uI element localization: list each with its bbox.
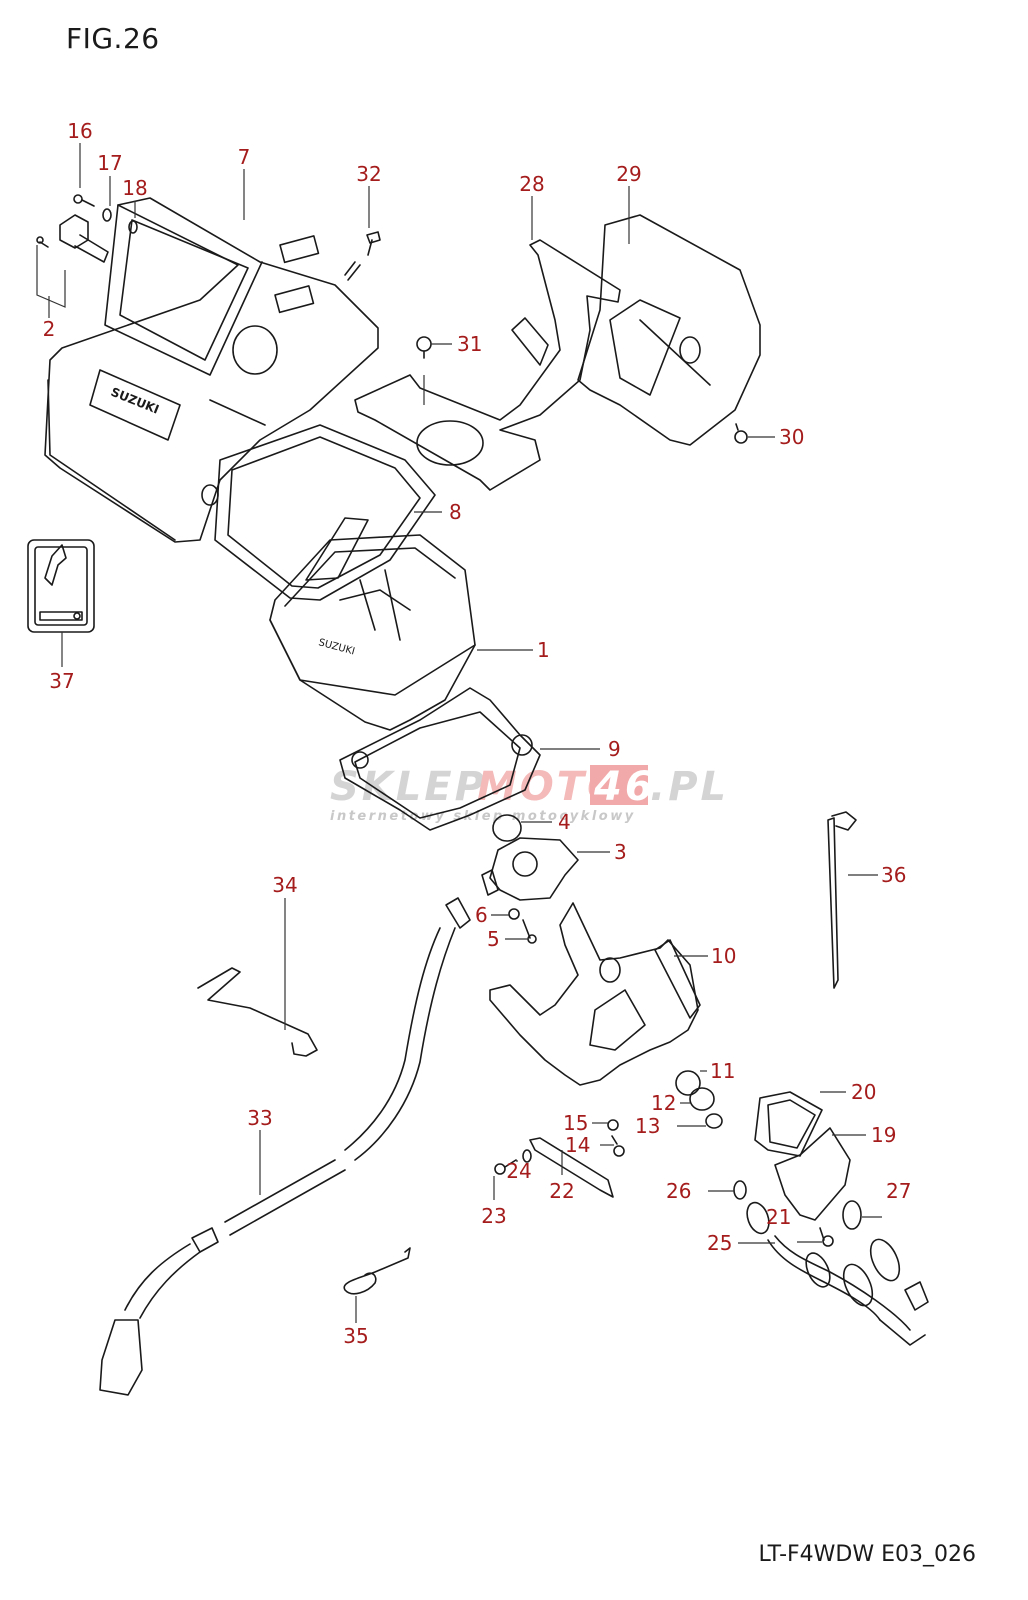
callout-25[interactable]: 25 bbox=[707, 1231, 732, 1255]
callout-1[interactable]: 1 bbox=[537, 638, 550, 662]
svg-text:SUZUKI: SUZUKI bbox=[109, 385, 161, 417]
part-13-cushion[interactable] bbox=[705, 1113, 723, 1129]
part-7-meter-cover[interactable]: SUZUKI bbox=[44, 197, 379, 543]
watermark-subtitle: internetowy sklep motocyklowy bbox=[330, 809, 636, 824]
callout-11[interactable]: 11 bbox=[710, 1059, 735, 1083]
callout-23[interactable]: 23 bbox=[481, 1204, 506, 1228]
callout-2[interactable]: 2 bbox=[43, 317, 56, 341]
callout-21[interactable]: 21 bbox=[766, 1205, 791, 1229]
callout-13[interactable]: 13 bbox=[635, 1114, 660, 1138]
callout-37[interactable]: 37 bbox=[49, 669, 74, 693]
callout-labels: 16 17 18 2 7 32 28 29 31 30 8 1 9 37 4 3… bbox=[43, 119, 912, 1348]
part-23-screw[interactable] bbox=[494, 1159, 517, 1175]
callout-8[interactable]: 8 bbox=[449, 500, 462, 524]
part-15-nut[interactable] bbox=[607, 1119, 619, 1131]
part-26-bulb[interactable] bbox=[733, 1180, 747, 1200]
part-21-screw[interactable] bbox=[819, 1227, 834, 1247]
callout-19[interactable]: 19 bbox=[871, 1123, 896, 1147]
leader-lines bbox=[36, 143, 882, 1323]
part-36-band[interactable] bbox=[827, 811, 857, 989]
callout-12[interactable]: 12 bbox=[651, 1091, 676, 1115]
callout-35[interactable]: 35 bbox=[343, 1324, 368, 1348]
callout-7[interactable]: 7 bbox=[238, 145, 251, 169]
watermark-text-46: 46 bbox=[593, 764, 656, 810]
part-27-bulb[interactable] bbox=[842, 1200, 862, 1230]
part-34-clamp[interactable] bbox=[197, 967, 318, 1057]
part-35-clip[interactable] bbox=[343, 1247, 411, 1295]
part-37-label[interactable] bbox=[27, 539, 95, 633]
part-29-cover[interactable] bbox=[577, 214, 761, 446]
part-1-meter-case[interactable]: SUZUKI bbox=[269, 534, 476, 731]
callout-14[interactable]: 14 bbox=[565, 1133, 590, 1157]
callout-3[interactable]: 3 bbox=[614, 840, 627, 864]
part-25-harness[interactable] bbox=[743, 1200, 929, 1346]
part-10-bracket[interactable] bbox=[489, 902, 701, 1086]
part-24-washer[interactable] bbox=[522, 1149, 532, 1163]
callout-27[interactable]: 27 bbox=[886, 1179, 911, 1203]
part-11-cushion[interactable] bbox=[675, 1070, 701, 1096]
watermark-badge bbox=[590, 765, 648, 805]
callout-18[interactable]: 18 bbox=[122, 176, 147, 200]
callout-4[interactable]: 4 bbox=[558, 810, 571, 834]
part-8-lens[interactable] bbox=[214, 424, 436, 601]
callout-16[interactable]: 16 bbox=[67, 119, 92, 143]
callout-29[interactable]: 29 bbox=[616, 162, 641, 186]
callout-32[interactable]: 32 bbox=[356, 162, 381, 186]
part-30-screw[interactable] bbox=[734, 423, 748, 444]
callout-20[interactable]: 20 bbox=[851, 1080, 876, 1104]
callout-15[interactable]: 15 bbox=[563, 1111, 588, 1135]
callout-9[interactable]: 9 bbox=[608, 737, 621, 761]
callout-26[interactable]: 26 bbox=[666, 1179, 691, 1203]
watermark: SKLEP MOTO 46 .PL internetowy sklep moto… bbox=[330, 764, 729, 824]
part-3-gearbox[interactable] bbox=[481, 837, 579, 901]
part-32-screw[interactable] bbox=[347, 231, 381, 281]
part-20-indicator-lens[interactable] bbox=[754, 1091, 823, 1157]
watermark-text-sklep: SKLEP bbox=[330, 764, 487, 810]
part-28-bracket[interactable] bbox=[354, 239, 621, 491]
part-17-washer[interactable] bbox=[102, 208, 112, 222]
part-9-lower-case[interactable] bbox=[339, 687, 541, 831]
callout-28[interactable]: 28 bbox=[519, 172, 544, 196]
watermark-text-pl: .PL bbox=[650, 764, 729, 810]
callout-5[interactable]: 5 bbox=[487, 927, 500, 951]
part-18-washer[interactable] bbox=[128, 220, 138, 234]
figure-code: LT-F4WDW E03_026 bbox=[758, 1542, 976, 1567]
part-22-plate[interactable] bbox=[529, 1137, 614, 1198]
part-4-o-ring[interactable] bbox=[492, 814, 522, 842]
callout-31[interactable]: 31 bbox=[457, 332, 482, 356]
callout-34[interactable]: 34 bbox=[272, 873, 297, 897]
figure-title: FIG.26 bbox=[66, 22, 160, 55]
part-6-cap[interactable] bbox=[508, 908, 520, 920]
svg-text:SUZUKI: SUZUKI bbox=[317, 637, 356, 657]
part-16-screw[interactable] bbox=[73, 194, 95, 207]
callout-10[interactable]: 10 bbox=[711, 944, 736, 968]
callout-30[interactable]: 30 bbox=[779, 425, 804, 449]
callout-22[interactable]: 22 bbox=[549, 1179, 574, 1203]
part-31-bolt[interactable] bbox=[416, 336, 432, 405]
callout-6[interactable]: 6 bbox=[475, 903, 488, 927]
part-2-knob[interactable] bbox=[36, 214, 109, 263]
part-33-cable[interactable] bbox=[99, 897, 471, 1396]
callout-36[interactable]: 36 bbox=[881, 863, 906, 887]
part-14-bolt[interactable] bbox=[611, 1135, 625, 1157]
callout-33[interactable]: 33 bbox=[247, 1106, 272, 1130]
callout-17[interactable]: 17 bbox=[97, 151, 122, 175]
callout-24[interactable]: 24 bbox=[506, 1159, 531, 1183]
part-19-indicator-case[interactable] bbox=[774, 1127, 851, 1221]
part-12-cushion[interactable] bbox=[689, 1087, 715, 1111]
